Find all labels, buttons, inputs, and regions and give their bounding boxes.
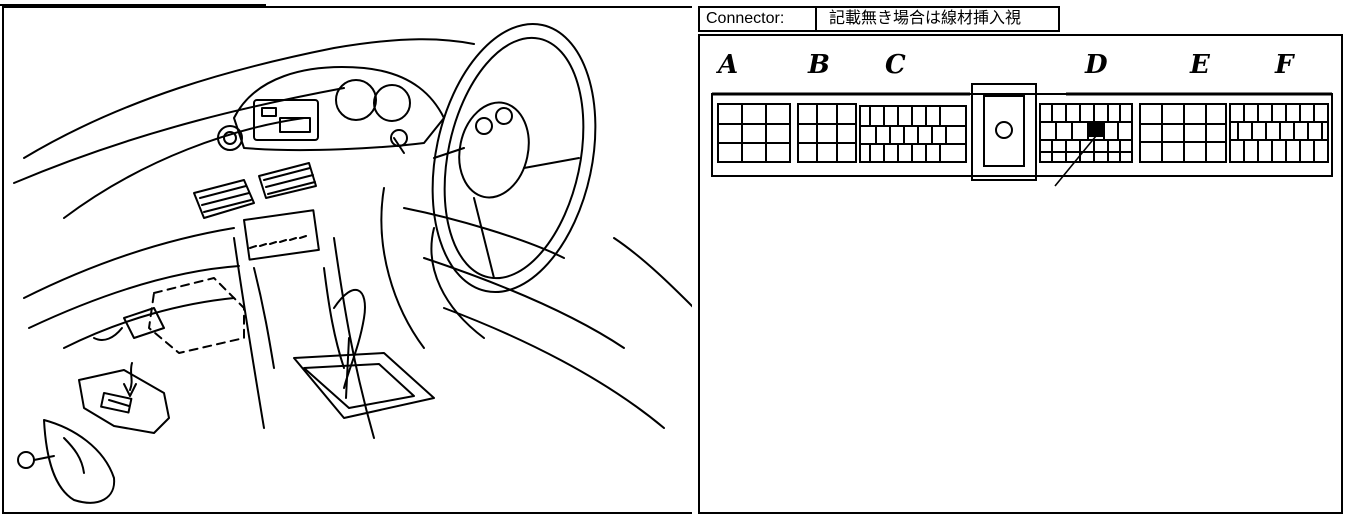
highlighted-pin bbox=[1089, 121, 1103, 137]
pin-group-c bbox=[859, 105, 967, 163]
clip bbox=[17, 451, 35, 469]
header-tab-line bbox=[0, 0, 266, 6]
gear-lever bbox=[333, 288, 366, 389]
connector-letter-d: D bbox=[1085, 50, 1108, 80]
connector-letter-f: F bbox=[1275, 50, 1294, 80]
panel-gap bbox=[692, 6, 698, 514]
ecu-box bbox=[148, 277, 245, 354]
pin-group-b bbox=[797, 103, 857, 163]
interior-illustration-panel bbox=[2, 6, 696, 514]
connector-letter-a: A bbox=[718, 50, 739, 80]
kick-panel bbox=[43, 419, 116, 504]
connector-center-key bbox=[971, 83, 1037, 181]
connector-diagram-panel: A B C D E F bbox=[698, 34, 1343, 514]
dashboard-illustration bbox=[13, 22, 694, 504]
connector-note: 記載無き場合は線材挿入視 bbox=[815, 6, 1060, 32]
removed-bracket bbox=[78, 369, 170, 434]
pin-group-a bbox=[717, 103, 791, 163]
connector-face bbox=[711, 83, 1333, 187]
connector-letter-c: C bbox=[885, 50, 906, 80]
pin-group-d bbox=[1039, 103, 1133, 187]
connector-letter-b: B bbox=[808, 50, 830, 80]
pin-group-f bbox=[1229, 103, 1329, 163]
instrument-cluster bbox=[233, 66, 445, 152]
connector-header: Connector: 記載無き場合は線材挿入視 bbox=[698, 6, 1060, 32]
connector-label: Connector: bbox=[698, 6, 815, 32]
connector-letter-e: E bbox=[1190, 50, 1210, 80]
pin-group-e bbox=[1139, 103, 1227, 163]
